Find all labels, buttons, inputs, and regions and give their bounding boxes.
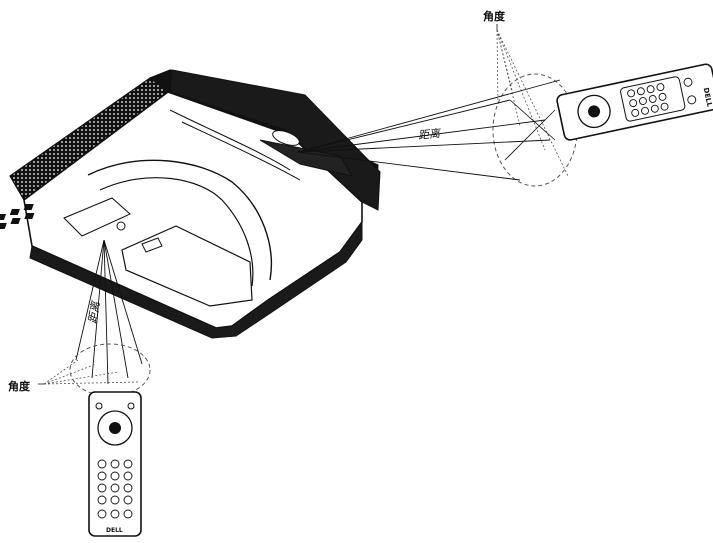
angle-fan-left — [43, 359, 139, 385]
projector-icon — [0, 69, 381, 339]
remote-control-icon: DELL — [556, 63, 713, 141]
distance-label-right: 距离 — [417, 126, 441, 143]
angle-label-top: 角度 — [483, 10, 505, 23]
remote-brand-right: DELL — [702, 87, 713, 108]
angle-label-left: 角度 — [8, 380, 30, 393]
angle-fan-top — [496, 29, 569, 177]
remote-brand-bottom: DELL — [106, 527, 123, 534]
ir-beam-right — [297, 79, 561, 181]
remote-control-icon: DELL — [88, 391, 142, 537]
angle-arrows-right — [504, 99, 556, 161]
ir-beam-bottom — [75, 239, 143, 385]
